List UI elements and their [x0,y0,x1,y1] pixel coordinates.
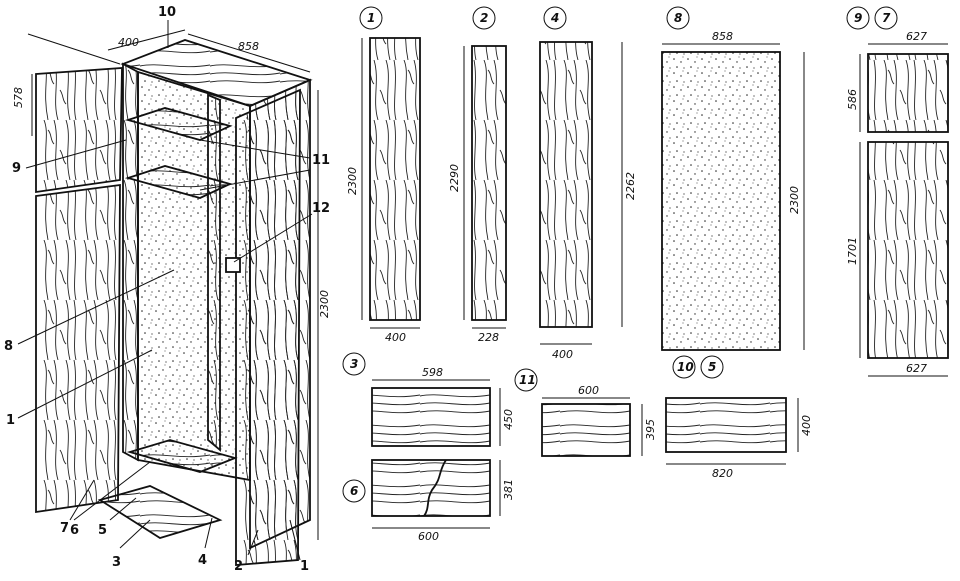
part-11: 11 600 395 [514,368,657,457]
callout-11: 11 [312,153,330,168]
part-10-5-width: 820 [712,467,733,480]
part-9-panel [867,53,949,133]
part-9-7-width-top: 627 [906,30,927,43]
hinge-icon [225,257,241,273]
part-9-7-width-bottom: 627 [906,362,927,375]
callout-1-left: 1 [6,413,15,428]
part-1: 1 2300 400 [346,6,421,344]
part-1-width: 400 [385,331,406,344]
part-2-id: 2 [480,11,488,25]
cabinet-bottom-shelf [126,439,238,473]
part-10-5: 10 5 400 820 [665,355,813,480]
part-11-height: 395 [644,419,657,440]
part-9-7: 9 7 627 586 1701 627 [846,6,949,377]
part-8-panel [661,51,781,351]
part-1-height: 2300 [346,167,359,195]
part-3-id: 3 [350,357,358,371]
callout-10: 10 [158,5,176,20]
part-2-panel [471,45,507,321]
part-11-id: 11 [519,373,536,387]
callout-3: 3 [112,555,121,570]
part-9-id: 9 [854,11,862,25]
part-9-height: 586 [846,89,859,110]
part-6-width: 600 [418,530,439,543]
callout-5: 5 [98,523,107,538]
dim-upper-door: 578 [12,87,25,108]
part-10-id: 10 [677,360,694,374]
cabinet-shelf-upper [124,107,233,141]
dim-height: 2300 [318,290,331,318]
part-2-height: 2290 [448,164,461,192]
part-6-cut-line [423,459,447,517]
cabinet-assembly: 400 858 2300 578 10 9 11 12 8 1 7 6 5 3 … [4,5,331,574]
cabinet-left-upper-door [35,67,123,194]
part-6-id: 6 [350,484,358,498]
callout-1-right: 1 [300,559,309,574]
callout-6: 6 [70,523,79,538]
callout-2: 2 [234,559,243,574]
callout-8: 8 [4,339,13,354]
part-7-id: 7 [882,11,891,25]
part-11-width: 600 [578,384,599,397]
part-6-height: 381 [502,479,515,500]
part-8-height: 2300 [788,186,801,214]
part-3-panel [371,387,491,447]
part-10-5-panel [665,397,787,453]
part-10-5-height: 400 [800,415,813,436]
part-1-id: 1 [367,11,375,25]
cabinet-left-side [122,62,139,462]
part-6: 6 381 600 [342,459,515,543]
cabinet-bottom-board [97,485,223,539]
callout-12: 12 [312,201,330,216]
part-7-height: 1701 [846,237,859,265]
cabinet-right-door [235,88,301,566]
part-2: 2 2290 228 [448,6,507,344]
part-11-panel [541,403,631,457]
part-4: 4 2262 400 [539,6,637,361]
part-8-width: 858 [712,30,733,43]
part-4-panel [539,41,593,328]
callout-9: 9 [12,161,21,176]
dim-depth: 400 [118,36,139,49]
part-6-panel [371,459,491,517]
part-3: 3 598 450 [342,352,515,447]
part-4-height: 2262 [624,172,637,200]
callout-4: 4 [198,553,207,568]
part-2-width: 228 [478,331,499,344]
cabinet-partition [207,93,221,452]
dim-width: 858 [238,40,259,53]
cabinet-left-lower-door [35,183,121,514]
part-3-width: 598 [422,366,443,379]
part-5-id: 5 [708,360,716,374]
part-4-id: 4 [550,11,559,25]
part-1-panel [369,37,421,321]
callout-7: 7 [60,521,69,536]
part-3-height: 450 [502,409,515,430]
cabinet-shelf-lower [124,165,233,199]
part-7-panel [867,141,949,359]
part-4-width: 400 [552,348,573,361]
part-8-id: 8 [674,11,682,25]
part-8: 8 858 2300 [661,6,805,351]
